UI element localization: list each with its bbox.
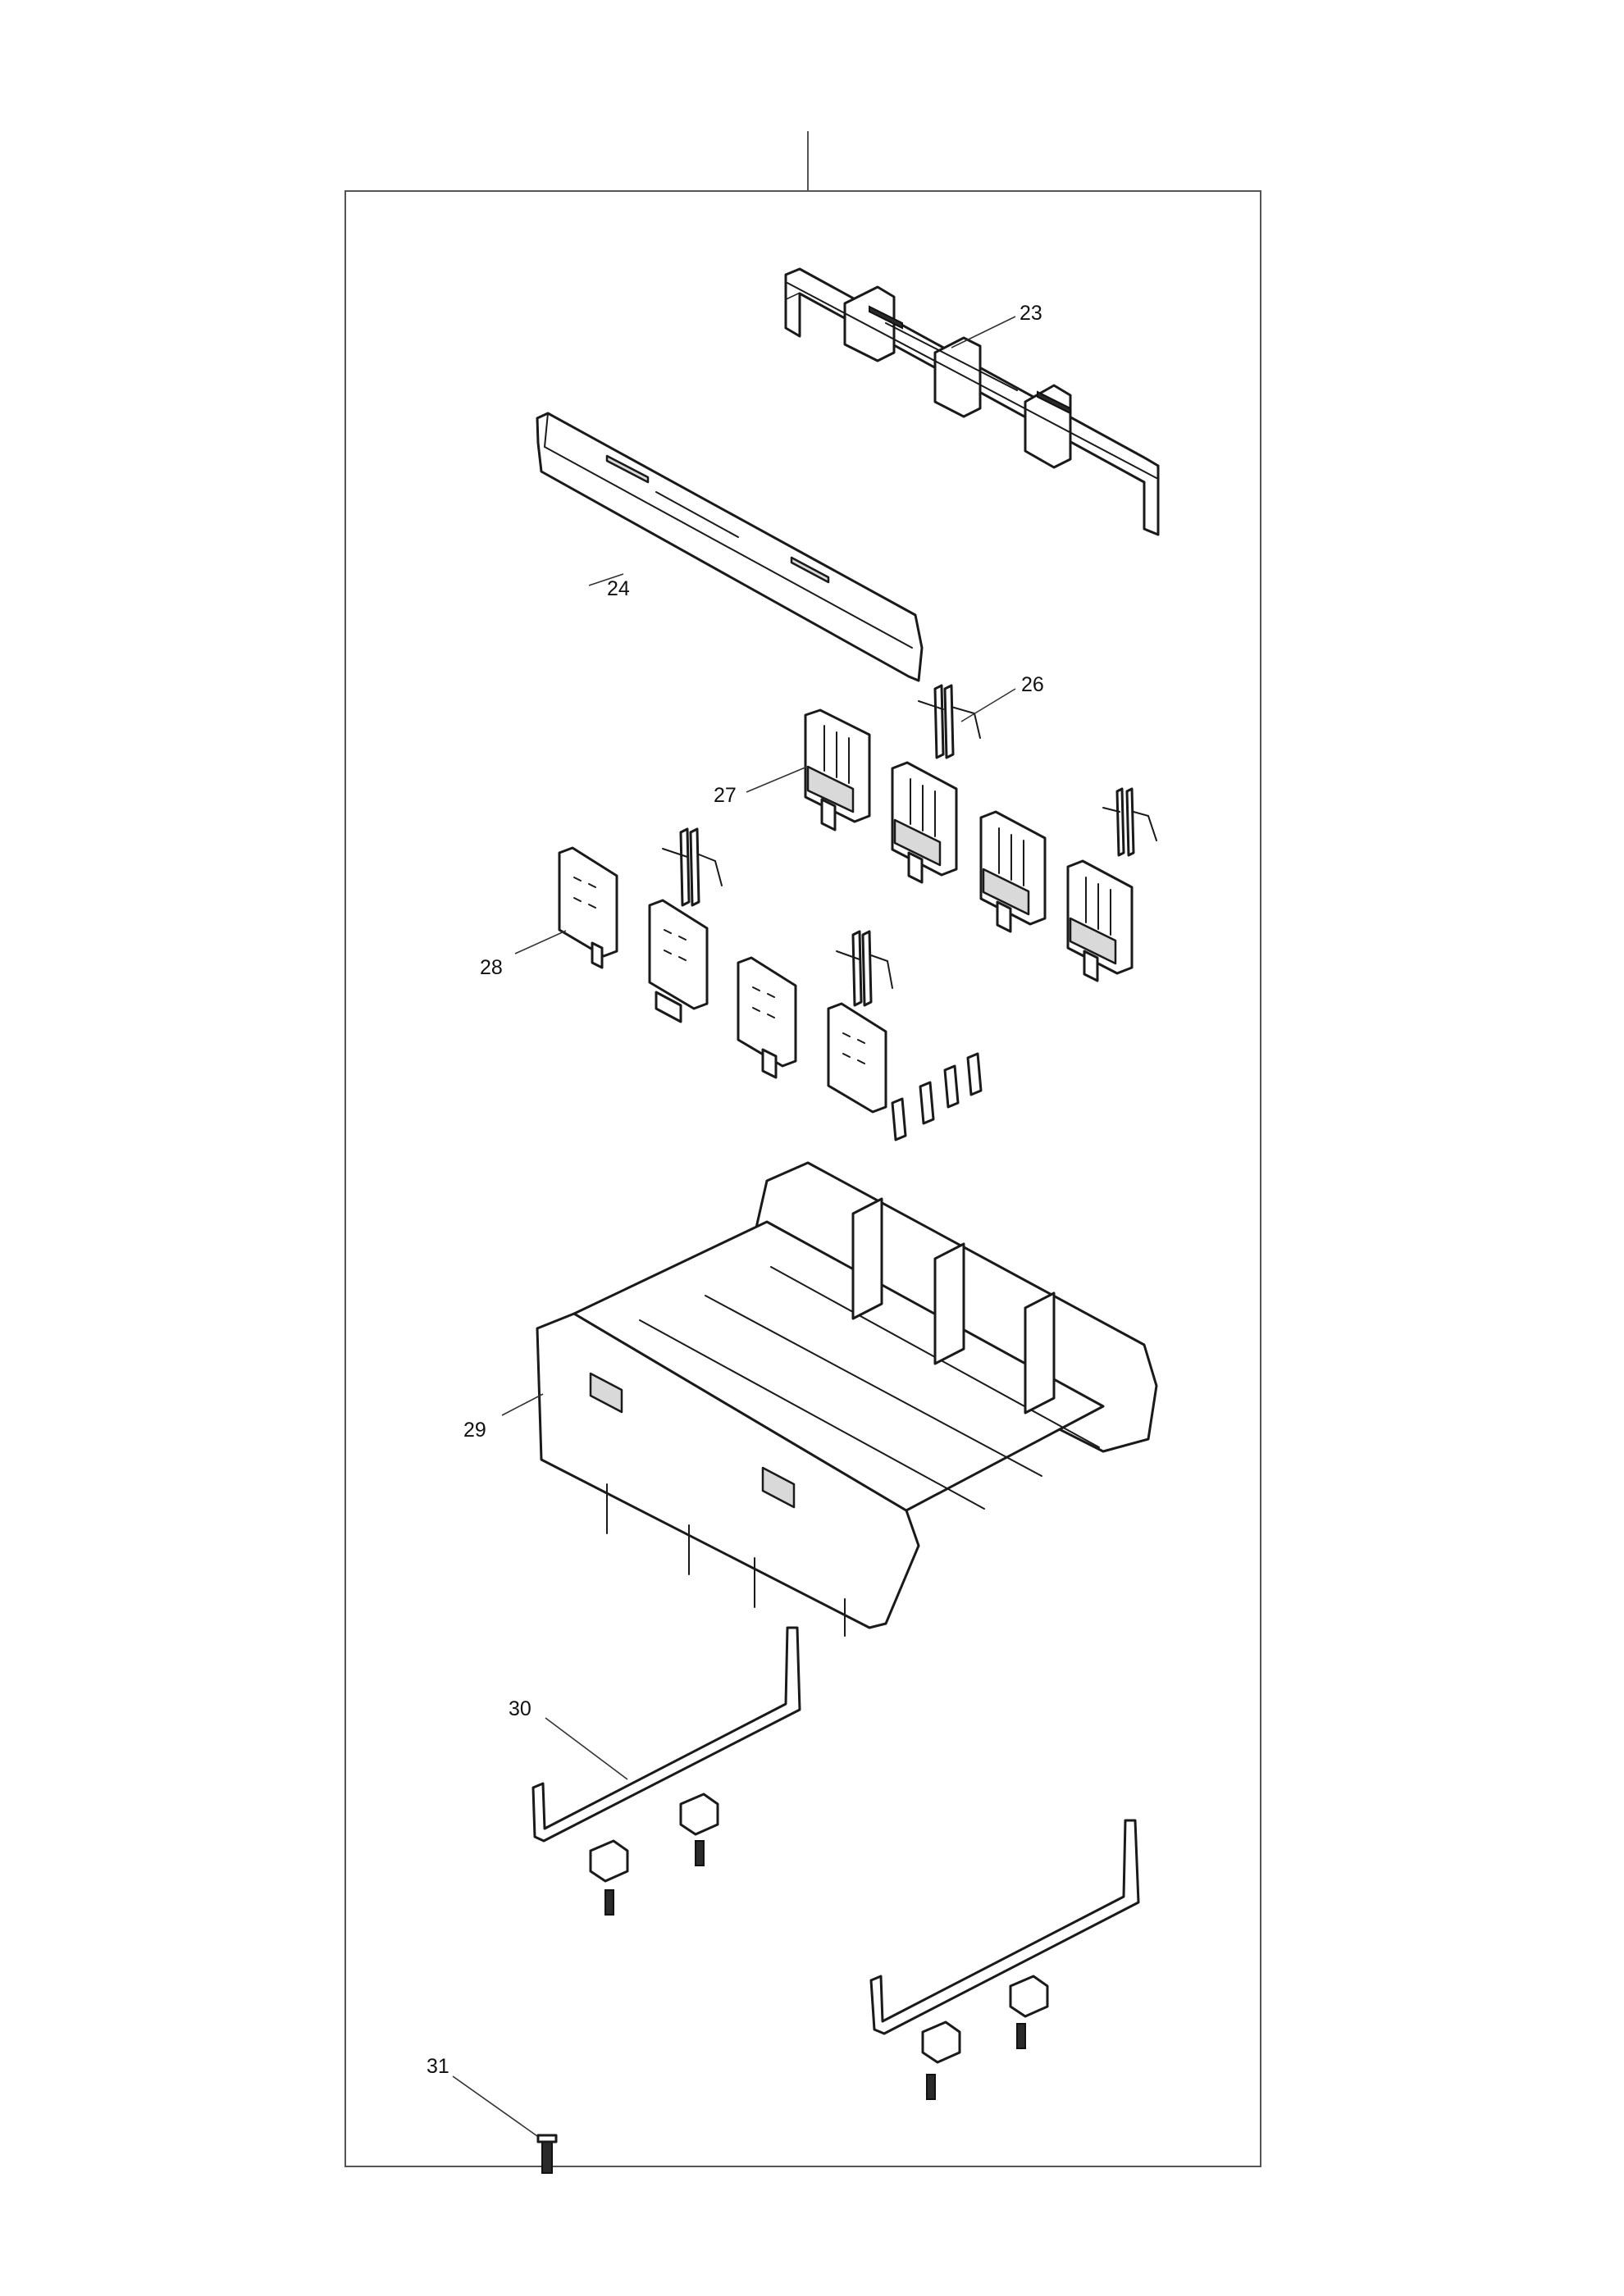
part-27-terminal-block-b — [891, 761, 958, 884]
part-28-connector-plate-b — [648, 899, 709, 1023]
part-26-spring-clip-d — [836, 930, 893, 1007]
handle-screws — [604, 1840, 1026, 2100]
leader-28 — [514, 930, 567, 954]
callout-27: 27 — [714, 784, 737, 807]
leader-23 — [951, 316, 1016, 348]
part-27-terminal-block-c — [979, 810, 1047, 933]
part-23-rear-rail — [784, 267, 1160, 536]
part-28-connector-plate-c — [737, 956, 797, 1079]
part-28-small-terminals — [891, 1052, 983, 1141]
part-26-spring-clip-c — [662, 827, 723, 907]
leader-26 — [960, 688, 1016, 722]
callout-26: 26 — [1021, 673, 1044, 696]
leader-27 — [746, 766, 808, 793]
callout-30: 30 — [509, 1697, 531, 1720]
page-frame — [344, 190, 1261, 2167]
leader-29 — [501, 1393, 544, 1416]
part-27-terminal-block-a — [804, 708, 871, 831]
callout-24: 24 — [607, 577, 630, 600]
part-29-base-tray — [536, 1161, 1158, 1637]
callout-29: 29 — [463, 1419, 486, 1442]
leader-24 — [588, 573, 624, 586]
callout-31: 31 — [427, 2055, 449, 2078]
part-30-handle-left — [531, 1626, 801, 1843]
part-30-handle-right — [869, 1819, 1140, 2035]
part-28-connector-plate-d — [827, 1002, 887, 1114]
part-24-cover-rail — [536, 412, 924, 682]
callout-28: 28 — [480, 956, 503, 979]
part-31-screw — [536, 2134, 558, 2174]
part-26-spring-clip-b — [1102, 787, 1157, 857]
leader-31 — [452, 2075, 538, 2137]
part-26-spring-clip-a — [918, 684, 981, 759]
leader-30 — [545, 1717, 628, 1780]
part-27-terminal-block-d — [1066, 859, 1134, 982]
part-28-connector-plate-a — [558, 846, 618, 969]
handle-clips — [589, 1793, 1049, 2064]
callout-23: 23 — [1020, 302, 1042, 325]
